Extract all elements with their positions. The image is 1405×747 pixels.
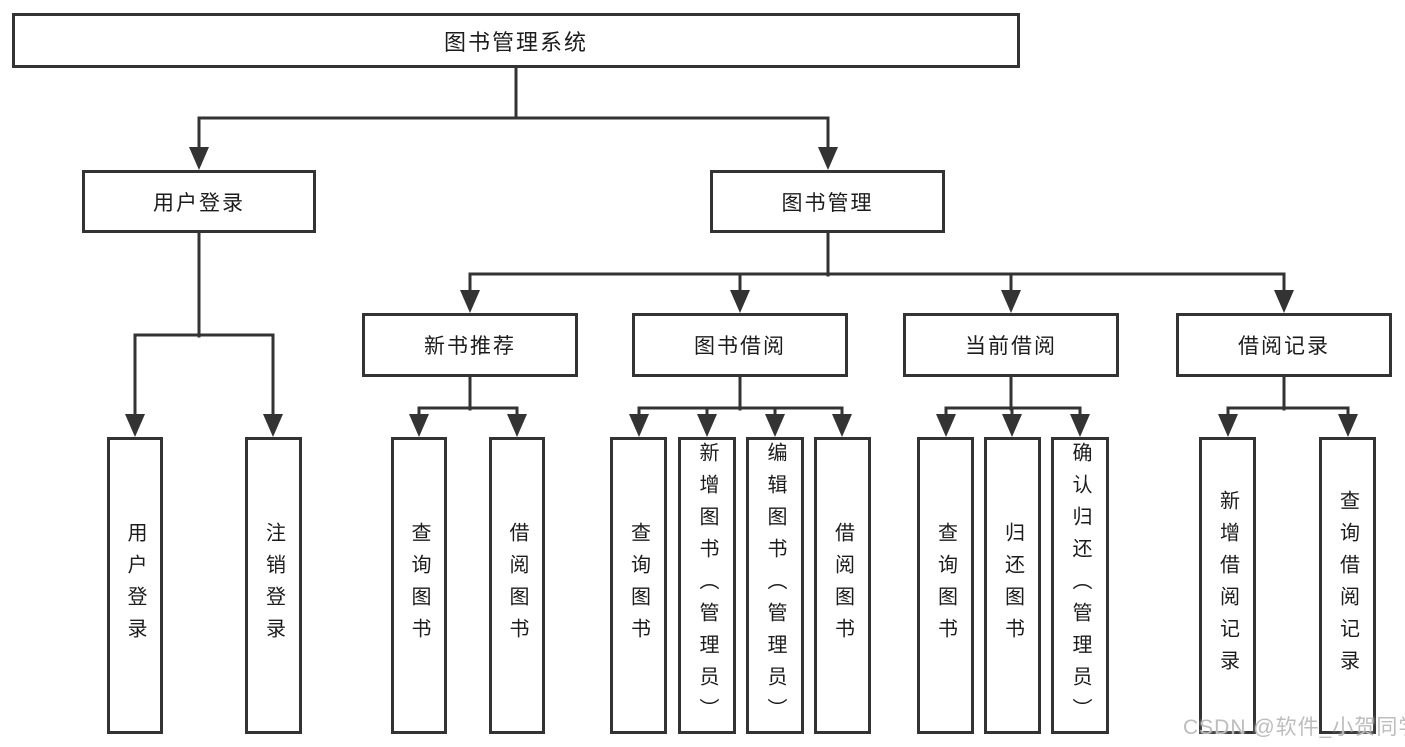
- node-current-borrow: 当前借阅: [903, 313, 1119, 377]
- leaf-query-books-recommend: 查询图书: [391, 437, 447, 734]
- leaf-query-books-borrow: 查询图书: [610, 437, 667, 734]
- arrowhead-icon: [1338, 414, 1358, 437]
- node-label: 当前借阅: [965, 335, 1057, 358]
- edges-book-management-children: [460, 231, 1294, 313]
- leaf-return-books: 归还图书: [984, 437, 1041, 734]
- leaf-edit-books-admin: 编辑图书（管理员）: [746, 437, 804, 734]
- leaf-query-books-current: 查询图书: [917, 437, 974, 734]
- arrowhead-icon: [697, 414, 717, 437]
- edges-current-borrow-children: [936, 375, 1090, 437]
- node-label: 新书推荐: [424, 335, 516, 358]
- arrowhead-icon: [1001, 290, 1021, 313]
- arrowhead-icon: [1218, 414, 1238, 437]
- arrowhead-icon: [507, 414, 527, 437]
- node-label: 借阅图书: [831, 521, 854, 650]
- edges-book-borrow-children: [629, 375, 852, 437]
- leaf-add-books-admin: 新增图书（管理员）: [678, 437, 736, 734]
- csdn-watermark: CSDN @软件_小贺同学: [1183, 716, 1405, 739]
- arrowhead-icon: [832, 414, 852, 437]
- node-label: 图书管理系统: [443, 29, 588, 55]
- arrowhead-icon: [629, 414, 649, 437]
- node-label: 借阅记录: [1238, 335, 1330, 358]
- node-label: 归还图书: [1001, 521, 1024, 650]
- arrowhead-icon: [765, 414, 785, 437]
- arrowhead-icon: [460, 290, 480, 313]
- node-label: 编辑图书（管理员）: [764, 441, 786, 730]
- leaf-confirm-return-admin: 确认归还（管理员）: [1051, 437, 1109, 734]
- node-label: 查询图书: [934, 521, 957, 650]
- node-label: 图书借阅: [694, 335, 786, 358]
- edges-borrow-records-children: [1218, 375, 1358, 437]
- edges-new-book-recommend-children: [409, 375, 527, 437]
- node-label: 查询图书: [408, 521, 430, 650]
- arrowhead-icon: [263, 414, 283, 437]
- node-user-login: 用户登录: [82, 170, 316, 233]
- arrowhead-icon: [730, 290, 750, 313]
- node-book-borrow: 图书借阅: [632, 313, 848, 377]
- arrowhead-icon: [936, 414, 956, 437]
- leaf-user-login: 用户登录: [107, 437, 163, 734]
- arrowhead-icon: [1070, 414, 1090, 437]
- node-label: 新增借阅记录: [1216, 489, 1239, 682]
- node-new-book-recommend: 新书推荐: [362, 313, 578, 377]
- node-label: 借阅图书: [506, 521, 528, 650]
- leaf-query-borrow-record: 查询借阅记录: [1319, 437, 1376, 734]
- node-label: 图书管理: [781, 191, 874, 215]
- node-label: 用户登录: [124, 521, 146, 650]
- node-label: 注销登录: [262, 521, 285, 650]
- arrowhead-icon: [1274, 290, 1294, 313]
- arrowhead-icon: [189, 147, 209, 170]
- node-borrow-records: 借阅记录: [1176, 313, 1392, 377]
- node-label: 新增图书（管理员）: [696, 441, 718, 730]
- node-label: 查询图书: [627, 521, 650, 650]
- node-label: 确认归还（管理员）: [1069, 441, 1091, 730]
- node-book-management: 图书管理: [710, 170, 945, 233]
- leaf-logout: 注销登录: [245, 437, 302, 734]
- node-label: 查询借阅记录: [1336, 489, 1359, 682]
- leaf-borrow-books-borrow: 借阅图书: [814, 437, 871, 734]
- edges-user-login-children: [125, 231, 283, 437]
- edges-root-to-level2: [189, 66, 838, 170]
- leaf-borrow-books-recommend: 借阅图书: [489, 437, 545, 734]
- arrowhead-icon: [818, 147, 838, 170]
- arrowhead-icon: [1002, 414, 1022, 437]
- node-label: 用户登录: [153, 191, 245, 215]
- arrowhead-icon: [125, 414, 145, 437]
- leaf-add-borrow-record: 新增借阅记录: [1199, 437, 1256, 734]
- node-root: 图书管理系统: [12, 13, 1020, 68]
- arrowhead-icon: [409, 414, 429, 437]
